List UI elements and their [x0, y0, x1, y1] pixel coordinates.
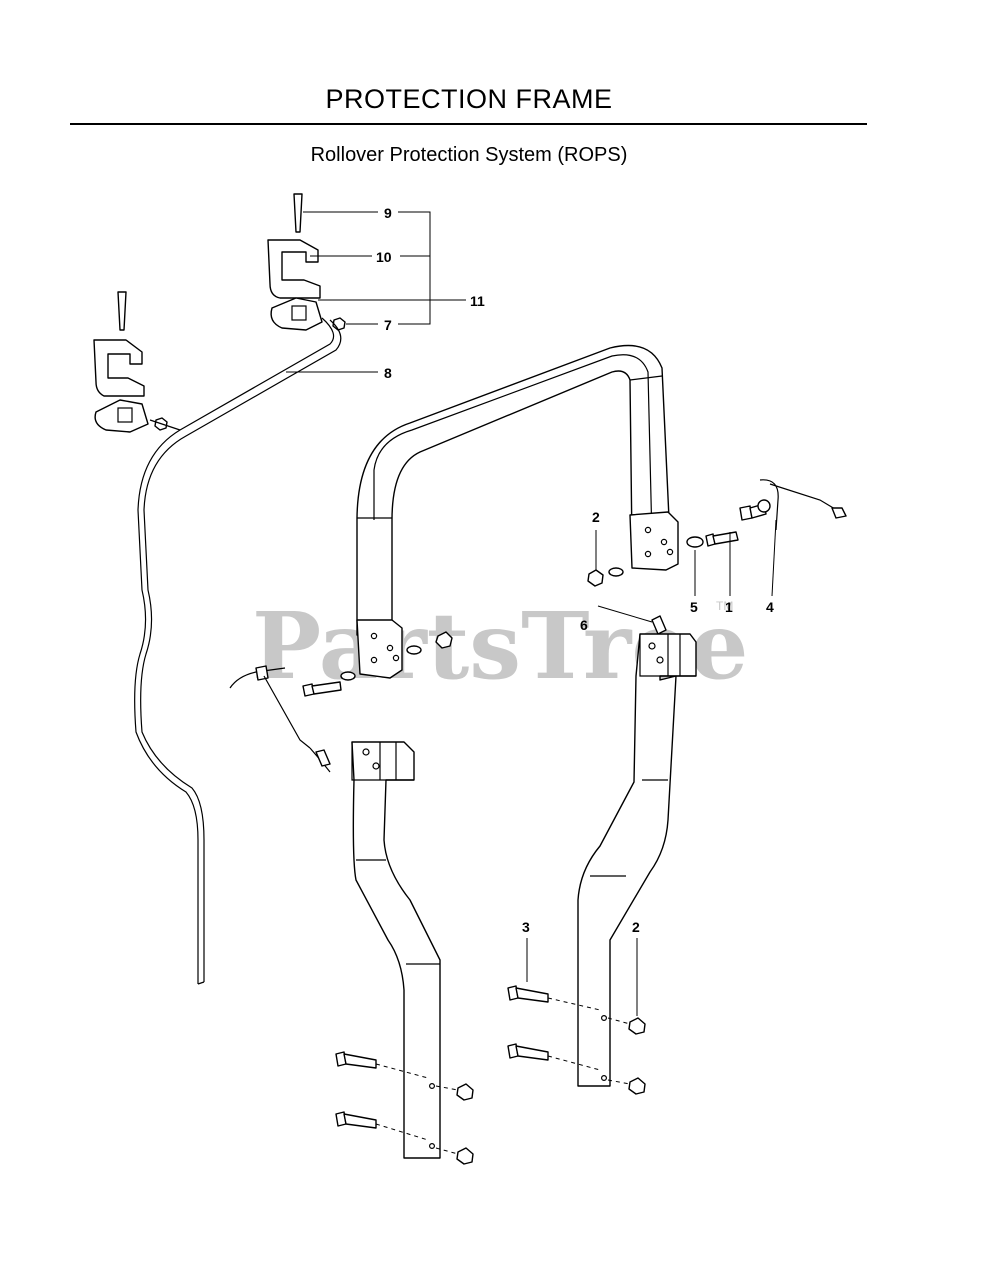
callout-2-upper: 2	[592, 509, 600, 525]
left-pivot-hardware	[229, 631, 453, 773]
right-lower-upright	[577, 633, 697, 1087]
callout-labels: 9 10 11 7 8 2 5 1 4 6 3 2	[376, 205, 774, 935]
page-subtitle: Rollover Protection System (ROPS)	[310, 144, 628, 166]
callout-11: 11	[470, 293, 485, 309]
callout-5: 5	[690, 599, 698, 615]
callout-4: 4	[766, 599, 774, 615]
watermark-tm: TM	[716, 599, 733, 613]
callout-9: 9	[384, 205, 392, 221]
leader-lines	[286, 211, 777, 1016]
lower-mounting-hardware	[335, 985, 646, 1165]
callout-10: 10	[376, 249, 392, 265]
left-lower-upright	[351, 741, 441, 1159]
callout-6: 6	[580, 617, 588, 633]
callout-2-lower: 2	[632, 919, 640, 935]
callout-3: 3	[522, 919, 530, 935]
callout-1: 1	[725, 599, 733, 615]
rops-upper-hoop	[356, 344, 679, 679]
right-pivot-hardware	[587, 479, 847, 635]
wire-harness	[134, 317, 342, 985]
callout-7: 7	[384, 317, 392, 333]
page-title: PROTECTION FRAME	[325, 84, 613, 114]
switch-assembly-upper	[267, 193, 346, 331]
callout-8: 8	[384, 365, 392, 381]
switch-assembly-lower	[93, 291, 168, 433]
title-divider	[70, 123, 867, 125]
